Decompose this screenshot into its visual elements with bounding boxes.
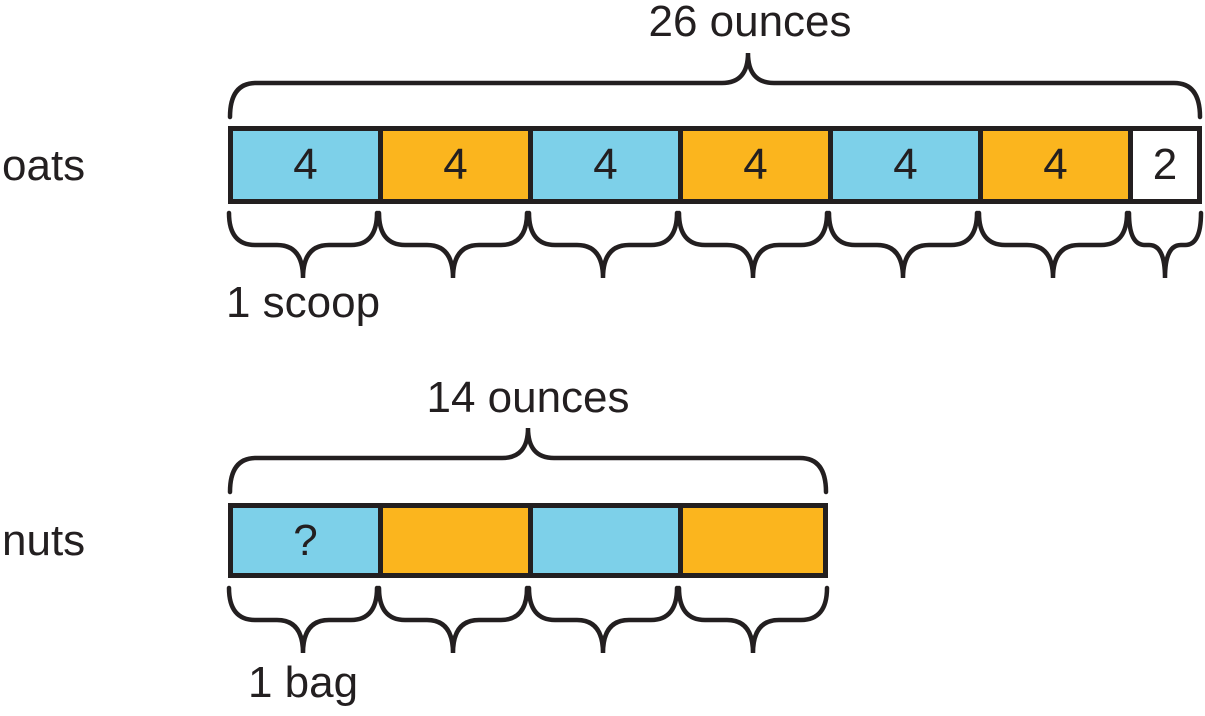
segment-brace xyxy=(676,585,830,654)
segment-brace xyxy=(226,585,380,654)
tape-bar-oats: 4 4 4 4 4 4 2 xyxy=(228,126,1202,204)
tape-segment xyxy=(533,508,678,573)
segment-brace xyxy=(676,210,830,279)
segment-value: 4 xyxy=(443,140,468,189)
tape-segment: 4 xyxy=(983,131,1128,199)
segment-value: 4 xyxy=(293,140,318,189)
tape-segment: 4 xyxy=(533,131,678,199)
tape-segment xyxy=(683,508,823,573)
tape-segment: 4 xyxy=(383,131,528,199)
segment-brace xyxy=(376,585,530,654)
unit-label-oats: 1 scoop xyxy=(225,278,381,327)
segment-brace xyxy=(1126,210,1204,279)
row-label-oats: oats xyxy=(2,141,86,190)
segment-value: 4 xyxy=(593,140,618,189)
total-brace xyxy=(227,52,1203,120)
segment-value: 2 xyxy=(1152,140,1178,189)
tape-bar-nuts: ? xyxy=(228,503,828,578)
total-brace xyxy=(227,427,829,495)
tape-segment xyxy=(383,508,528,573)
unit-label-nuts: 1 bag xyxy=(247,658,359,707)
segment-brace xyxy=(526,585,680,654)
segment-brace xyxy=(226,210,380,279)
segment-brace xyxy=(976,210,1130,279)
segment-brace xyxy=(826,210,980,279)
tape-segment: 4 xyxy=(833,131,978,199)
segment-value: 4 xyxy=(743,140,768,189)
tape-segment: ? xyxy=(233,508,378,573)
segment-value: 4 xyxy=(1043,140,1068,189)
tape-segment: 4 xyxy=(233,131,378,199)
segment-brace xyxy=(376,210,530,279)
segment-value: 4 xyxy=(893,140,918,189)
total-label-oats: 26 ounces xyxy=(648,0,852,46)
tape-segment: 4 xyxy=(683,131,828,199)
row-label-nuts: nuts xyxy=(2,516,86,565)
total-label-nuts: 14 ounces xyxy=(426,373,630,422)
tape-segment: 2 xyxy=(1133,131,1197,199)
segment-brace xyxy=(526,210,680,279)
segment-value: ? xyxy=(293,515,318,565)
